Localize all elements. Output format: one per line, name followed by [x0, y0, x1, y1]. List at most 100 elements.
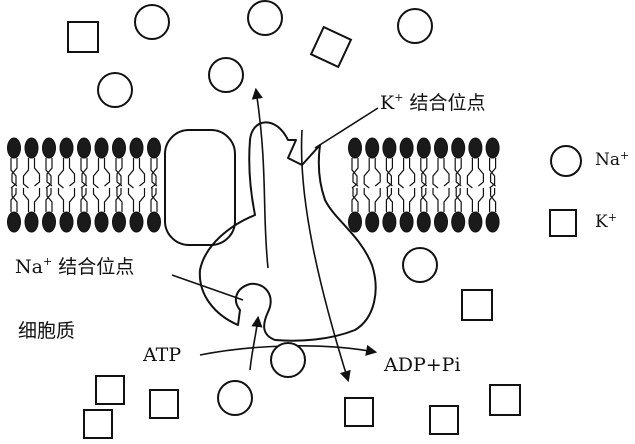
- lipid-head: [130, 138, 143, 158]
- k-ion: [430, 406, 458, 434]
- lipid-tail: [24, 158, 29, 188]
- lipid-tail: [105, 188, 110, 212]
- lipid-tail: [129, 158, 134, 188]
- lipid-tail: [35, 188, 40, 212]
- legend-na-label: Na+: [595, 152, 629, 169]
- lipid-tail: [140, 158, 145, 186]
- lipid-tail: [375, 158, 380, 186]
- lipid-tail: [129, 188, 134, 212]
- lipid-tail: [94, 158, 99, 188]
- lipid-head: [43, 138, 56, 158]
- lipid-head: [469, 212, 482, 232]
- cytoplasm-label: 细胞质: [18, 322, 75, 341]
- lipid-tail: [399, 158, 404, 188]
- lipid-head: [349, 138, 362, 158]
- lipid-tail: [444, 188, 449, 212]
- lipid-tail: [478, 188, 483, 212]
- k-ion: [150, 390, 178, 418]
- adp-pi-label: ADP+Pi: [384, 356, 461, 375]
- na-ion: [248, 1, 282, 35]
- lipid-tail: [467, 158, 472, 188]
- k-ion: [311, 27, 351, 67]
- k-binding-site-label: K+ 结合位点: [380, 94, 485, 113]
- lipid-tail: [35, 158, 40, 186]
- lipid-head: [452, 138, 465, 158]
- na-entry-arrow: [250, 318, 258, 370]
- lipid-head: [148, 212, 161, 232]
- atp-label: ATP: [143, 346, 181, 365]
- na-ion: [271, 343, 305, 377]
- legend-na-symbol: [551, 146, 581, 176]
- lipid-head: [349, 212, 362, 232]
- lipid-tail: [467, 188, 472, 212]
- lipid-tail: [105, 158, 110, 186]
- lipid-tail: [410, 158, 415, 186]
- lipid-tail: [478, 158, 483, 186]
- lipid-tail: [444, 158, 449, 186]
- lipid-tail: [24, 188, 29, 212]
- lipid-head: [366, 138, 379, 158]
- lipid-head: [383, 212, 396, 232]
- lipid-head: [452, 212, 465, 232]
- lipid-head: [469, 138, 482, 158]
- lipid-head: [435, 212, 448, 232]
- lipid-tail: [433, 158, 438, 188]
- lipid-tail: [140, 188, 145, 212]
- lipid-head: [366, 212, 379, 232]
- lipid-tail: [375, 188, 380, 212]
- lipid-tail: [410, 188, 415, 212]
- lipid-head: [400, 138, 413, 158]
- lipid-head: [486, 212, 499, 232]
- lipid-head: [435, 138, 448, 158]
- k-ion: [462, 290, 492, 320]
- membrane-bilayer-left: [8, 138, 161, 232]
- lipid-head: [417, 212, 430, 232]
- lipid-head: [95, 138, 108, 158]
- channel-protein: [165, 130, 235, 245]
- legend-k-label: K+: [595, 214, 617, 231]
- lipid-head: [95, 212, 108, 232]
- na-exit-arrow: [256, 90, 268, 268]
- k-ion: [68, 22, 98, 52]
- k-ion: [96, 376, 124, 404]
- na-ion: [398, 9, 432, 43]
- lipid-head: [60, 212, 73, 232]
- lipid-head: [130, 212, 143, 232]
- lipid-head: [8, 138, 21, 158]
- na-ion: [218, 381, 252, 415]
- na-binding-site-label: Na+ 结合位点: [15, 258, 134, 277]
- lipid-tail: [59, 188, 64, 212]
- lipid-head: [60, 138, 73, 158]
- lipid-head: [78, 212, 91, 232]
- lipid-head: [417, 138, 430, 158]
- lipid-tail: [433, 188, 438, 212]
- k-ion: [345, 398, 373, 426]
- lipid-head: [113, 138, 126, 158]
- na-ion: [209, 58, 243, 92]
- na-ion: [135, 5, 169, 39]
- lipid-head: [383, 138, 396, 158]
- membrane-bilayer-right: [349, 138, 500, 232]
- lipid-head: [8, 212, 21, 232]
- lipid-head: [113, 212, 126, 232]
- lipid-tail: [70, 188, 75, 212]
- lipid-head: [400, 212, 413, 232]
- k-ion: [84, 410, 112, 438]
- lipid-tail: [70, 158, 75, 186]
- lipid-head: [78, 138, 91, 158]
- na-ion: [98, 73, 132, 107]
- lipid-head: [25, 212, 38, 232]
- lipid-head: [43, 212, 56, 232]
- lipid-head: [148, 138, 161, 158]
- lipid-tail: [364, 188, 369, 212]
- na-site-pointer-line: [172, 275, 243, 300]
- k-ion: [490, 385, 520, 415]
- legend-k-symbol: [550, 210, 576, 236]
- na-ion: [403, 248, 437, 282]
- k-entry-arrow: [302, 130, 348, 380]
- lipid-head: [25, 138, 38, 158]
- lipid-tail: [59, 158, 64, 188]
- lipid-head: [486, 138, 499, 158]
- lipid-tail: [364, 158, 369, 188]
